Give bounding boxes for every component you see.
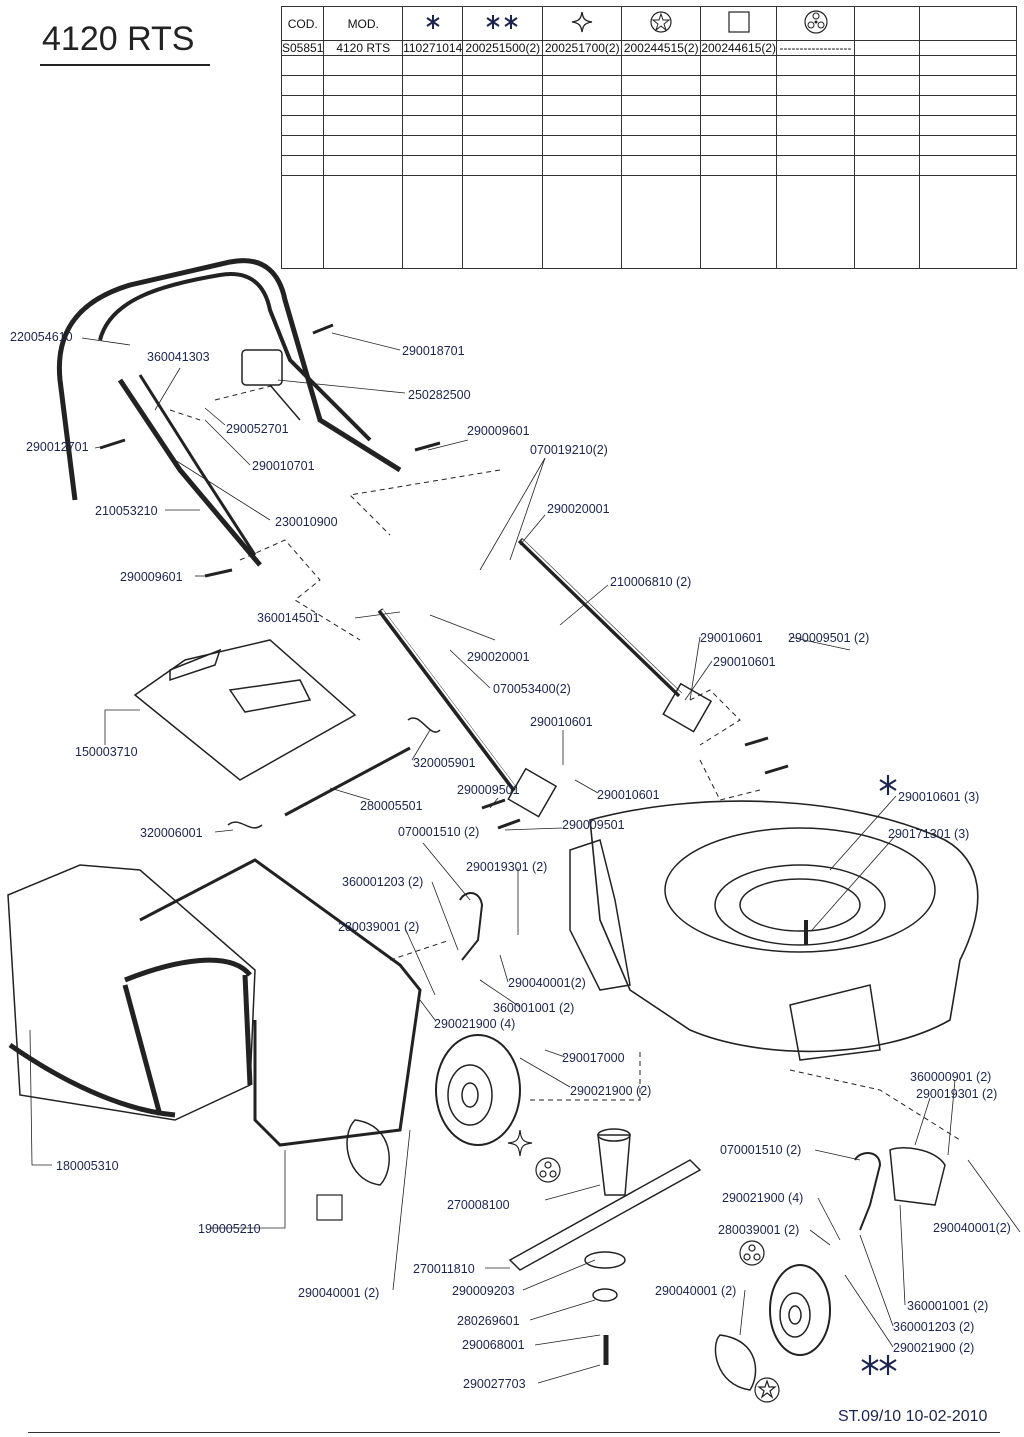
label-070001510-a: 070001510 (2) [398, 825, 480, 839]
label-280005501: 280005501 [360, 799, 423, 813]
label-280269601: 280269601 [457, 1314, 520, 1328]
trefoil-icon [776, 6, 855, 41]
label-250282500: 250282500 [408, 388, 471, 402]
label-290021900-a: 290021900 (4) [434, 1017, 516, 1031]
double-asterisk-marker [861, 1355, 879, 1375]
cell-cod: S05851 [280, 40, 325, 56]
label-290009601-bottom: 290009601 [120, 570, 183, 584]
label-230010900: 230010900 [275, 515, 338, 529]
blade [508, 1159, 702, 1271]
label-290010601-d: 290010601 [597, 788, 660, 802]
footer-line [28, 1432, 1000, 1433]
label-290040001-d: 290040001 (2) [655, 1284, 737, 1298]
label-290040001-a: 290040001(2) [508, 976, 586, 990]
header-cod: COD. [280, 6, 325, 41]
label-290021900-b: 290021900 (2) [570, 1084, 652, 1098]
label-290010601-c: 290010601 [530, 715, 593, 729]
label-290010601-e: 290010601 (3) [898, 790, 980, 804]
label-290068001: 290068001 [462, 1338, 525, 1352]
cell-c2: 200251500(2) [462, 40, 544, 56]
footer-date: ST.09/10 10-02-2010 [838, 1408, 988, 1425]
rod-right [517, 537, 683, 698]
label-290020001-top: 290020001 [547, 502, 610, 516]
label-070019210: 070019210(2) [530, 443, 608, 457]
label-280039001-a: 280039001 (2) [338, 920, 420, 934]
label-290021900-d: 290021900 (2) [893, 1341, 975, 1355]
label-070053400: 070053400(2) [493, 682, 571, 696]
cell-c5: 200244615(2) [700, 40, 778, 56]
label-360001203-b: 360001203 (2) [893, 1320, 975, 1334]
label-290009203: 290009203 [452, 1284, 515, 1298]
label-290020001-b: 290020001 [467, 650, 530, 664]
label-290171301: 290171301 (3) [888, 827, 970, 841]
label-220054610: 220054610 [10, 330, 73, 344]
page-title: 4120 RTS [42, 20, 195, 58]
label-290010601-a: 290010601 [700, 631, 763, 645]
label-290021900-c: 290021900 (4) [722, 1191, 804, 1205]
cell-c3: 200251700(2) [542, 40, 623, 56]
circle-star-marker [754, 1377, 780, 1403]
label-270011810: 270011810 [413, 1262, 475, 1276]
lower-handle [117, 378, 262, 567]
label-360001001-b: 360001001 (2) [907, 1299, 989, 1313]
mower-deck [589, 800, 979, 1053]
label-290012701: 290012701 [26, 440, 89, 454]
bag-frame [139, 858, 422, 1147]
cell-mod: 4120 RTS [323, 40, 404, 56]
label-180005310: 180005310 [56, 1159, 119, 1173]
label-290010601-b: 290010601 [713, 655, 776, 669]
title-underline [40, 64, 210, 66]
four-point-star-icon [542, 6, 623, 41]
label-360001203-a: 360001203 (2) [342, 875, 424, 889]
label-150003710: 150003710 [75, 745, 138, 759]
label-210006810: 210006810 (2) [610, 575, 692, 589]
trefoil-marker [535, 1157, 561, 1183]
trefoil-marker-right [739, 1240, 765, 1266]
label-290017000: 290017000 [562, 1051, 625, 1065]
label-290040001-c: 290040001 (2) [298, 1286, 380, 1300]
label-290009501-b: 290009501 [457, 783, 520, 797]
label-360000901: 360000901 (2) [910, 1070, 992, 1084]
label-290019301-b: 290019301 (2) [916, 1087, 998, 1101]
rod-left [377, 608, 518, 792]
wheel-right [769, 1264, 831, 1356]
label-320006001: 320006001 [140, 826, 203, 840]
label-290019301-a: 290019301 (2) [466, 860, 548, 874]
four-point-star-marker [507, 1129, 533, 1157]
cell-c1: 110271014 [402, 40, 464, 56]
label-190005210: 190005210 [198, 1222, 261, 1236]
parts-table: COD. MOD. S05851 4120 RTS 110271014 2002… [280, 6, 1017, 269]
label-360001001-a: 360001001 (2) [493, 1001, 575, 1015]
label-210053210: 210053210 [95, 504, 158, 518]
label-290009501-a: 290009501 (2) [788, 631, 870, 645]
label-070001510-b: 070001510 (2) [720, 1143, 802, 1157]
label-290009601-top: 290009601 [467, 424, 530, 438]
grass-bag [7, 864, 256, 1121]
upper-handle [56, 258, 402, 501]
asterisk-marker [879, 775, 897, 795]
label-290040001-b: 290040001(2) [933, 1221, 1011, 1235]
label-290018701: 290018701 [402, 344, 465, 358]
label-280039001-b: 280039001 (2) [718, 1223, 800, 1237]
label-270008100: 270008100 [447, 1198, 510, 1212]
label-360014501: 360014501 [257, 611, 320, 625]
label-290027703: 290027703 [463, 1377, 526, 1391]
bag-lid [133, 639, 357, 781]
label-290052701: 290052701 [226, 422, 289, 436]
wheel-left [435, 1034, 521, 1146]
double-asterisk-icon [462, 6, 544, 41]
label-320005901: 320005901 [413, 756, 476, 770]
label-360041303: 360041303 [147, 350, 210, 364]
label-290009501-c: 290009501 [562, 818, 625, 832]
label-290010701: 290010701 [252, 459, 315, 473]
